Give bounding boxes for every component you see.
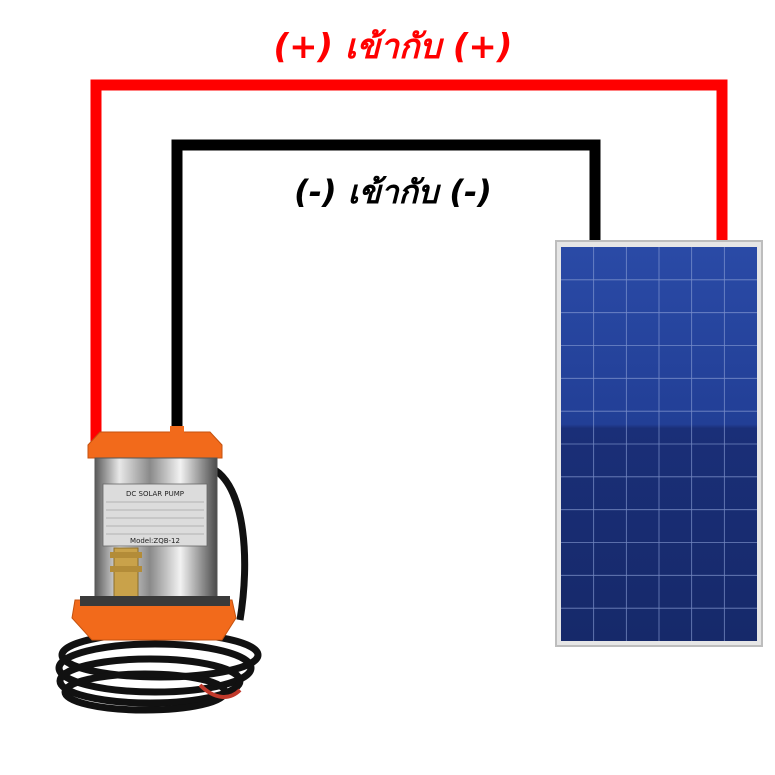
negative-label: (-) เข้ากับ (-) — [294, 173, 492, 211]
solar-panel-icon — [555, 240, 763, 647]
pump-brand-title: DC SOLAR PUMP — [126, 490, 184, 498]
pump-model: Model:ZQB-12 — [130, 537, 180, 545]
positive-wire — [90, 79, 728, 445]
solar-pump-icon: DC SOLAR PUMP Model:ZQB-12 — [71, 426, 237, 641]
positive-label: (+) เข้ากับ (+) — [274, 27, 513, 67]
negative-wire — [171, 139, 601, 435]
